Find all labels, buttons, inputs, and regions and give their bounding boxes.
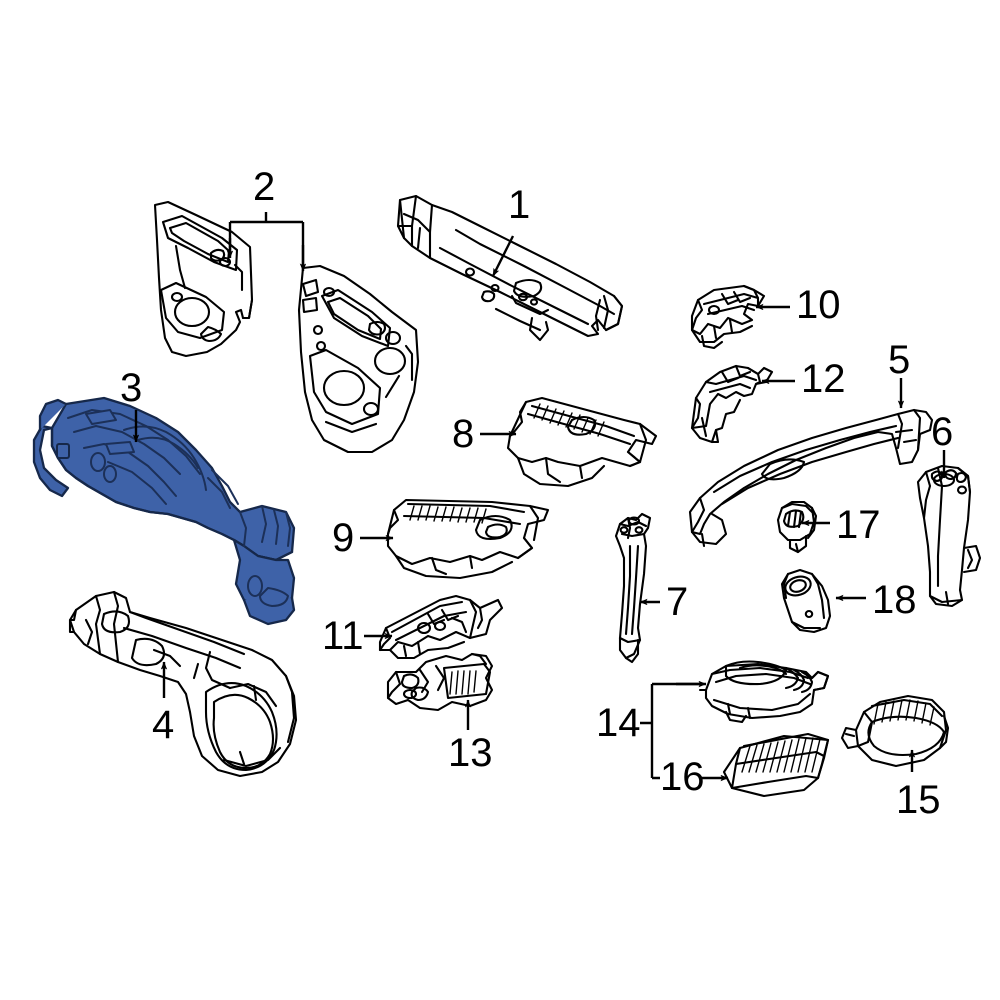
callout-label-9[interactable]: 9 bbox=[332, 516, 355, 560]
part-cowl-side-bracket-right bbox=[916, 464, 982, 608]
callout-label-15[interactable]: 15 bbox=[896, 778, 941, 822]
part-cowl-grille-panel bbox=[386, 498, 550, 580]
part-air-filter-housing bbox=[698, 660, 830, 724]
leader-2-bracket bbox=[228, 212, 305, 265]
callout-label-1[interactable]: 1 bbox=[508, 183, 531, 227]
part-blower-resistor-duct bbox=[840, 694, 950, 768]
callout-label-11[interactable]: 11 bbox=[322, 614, 364, 658]
callout-label-10[interactable]: 10 bbox=[796, 283, 841, 327]
part-dash-panel-insulator-lower bbox=[68, 590, 298, 778]
callout-label-2[interactable]: 2 bbox=[253, 165, 276, 209]
callout-label-5[interactable]: 5 bbox=[888, 338, 911, 382]
part-rubber-grommet bbox=[776, 500, 818, 554]
callout-label-4[interactable]: 4 bbox=[152, 703, 175, 747]
callout-label-14[interactable]: 14 bbox=[596, 701, 641, 745]
part-cowl-side-panel-highlighted bbox=[32, 396, 296, 626]
part-cowl-side-mount bbox=[386, 652, 494, 712]
callout-label-16[interactable]: 16 bbox=[660, 755, 705, 799]
callout-label-12[interactable]: 12 bbox=[801, 357, 846, 401]
part-dash-insulator-right bbox=[297, 264, 420, 454]
part-dash-insulator-left bbox=[153, 200, 254, 358]
callout-label-17[interactable]: 17 bbox=[836, 503, 881, 547]
part-cowl-support-post bbox=[614, 512, 652, 664]
leader-1 bbox=[491, 235, 515, 277]
callout-label-3[interactable]: 3 bbox=[120, 366, 143, 410]
leader-14-bracket bbox=[640, 682, 700, 780]
part-cabin-air-filter bbox=[722, 732, 830, 798]
part-cowl-extension-bracket bbox=[378, 594, 504, 660]
part-cowl-grille-center bbox=[506, 396, 658, 488]
callout-label-7[interactable]: 7 bbox=[666, 580, 689, 624]
part-cowl-brace-end bbox=[688, 408, 934, 548]
callout-label-6[interactable]: 6 bbox=[931, 410, 954, 454]
callout-label-8[interactable]: 8 bbox=[452, 412, 475, 456]
part-cowl-top-panel bbox=[396, 194, 624, 342]
part-cowl-reinforcement-lower bbox=[690, 364, 774, 444]
part-cowl-reinforcement-upper bbox=[690, 284, 766, 350]
callout-label-18[interactable]: 18 bbox=[872, 578, 917, 622]
callout-label-13[interactable]: 13 bbox=[448, 731, 493, 775]
part-cowl-hinge-bracket bbox=[780, 568, 832, 634]
